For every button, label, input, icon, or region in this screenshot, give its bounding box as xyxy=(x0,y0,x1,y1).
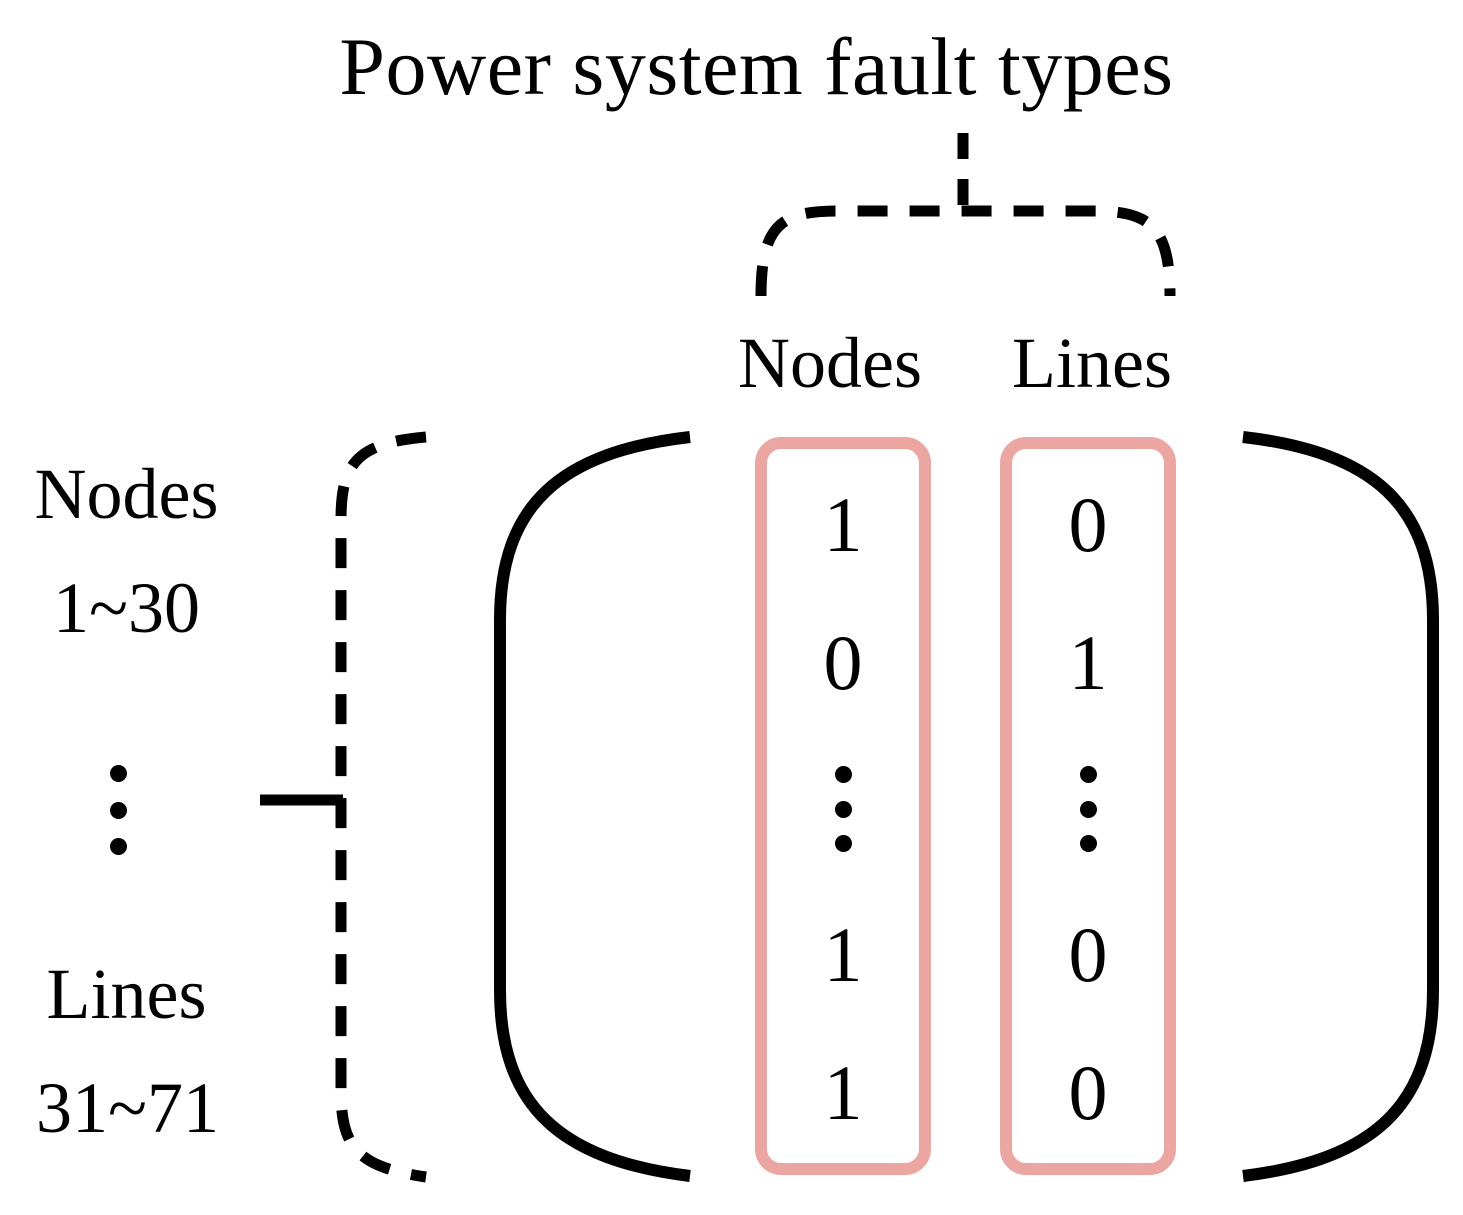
ellipsis-dot xyxy=(1079,800,1097,818)
matrix-column-lines-highlight: 0 1 0 0 xyxy=(1000,437,1176,1175)
ellipsis-dot xyxy=(834,766,852,783)
ellipsis-dot xyxy=(1079,835,1097,852)
ellipsis-dot xyxy=(110,801,127,819)
row-label-nodes-range: 1~30 xyxy=(53,568,200,648)
column-header-lines: Lines xyxy=(1012,323,1172,403)
matrix-cell-nodes-r2: 0 xyxy=(823,619,863,706)
matrix-cell-lines-r4: 0 xyxy=(1068,911,1108,998)
ellipsis-dot xyxy=(1079,766,1097,783)
ellipsis-dot xyxy=(834,835,852,852)
column-header-nodes: Nodes xyxy=(738,323,922,403)
matrix-cell-lines-r2: 1 xyxy=(1068,619,1108,706)
matrix-cell-lines-r1: 0 xyxy=(1068,481,1108,568)
row-label-lines-name: Lines xyxy=(46,954,207,1034)
matrix-right-bracket xyxy=(1242,431,1439,1182)
row-label-vertical-ellipsis-icon xyxy=(110,765,127,855)
matrix-cell-nodes-ellipsis-icon xyxy=(834,761,852,857)
matrix-cell-nodes-r1: 1 xyxy=(823,481,863,568)
matrix-cell-lines-r5: 0 xyxy=(1068,1049,1108,1136)
row-label-lines-range: 31~71 xyxy=(36,1068,219,1148)
fault-type-split-dashed-brace xyxy=(755,205,1176,297)
matrix-column-nodes-highlight: 1 0 1 1 xyxy=(755,437,931,1175)
page-title: Power system fault types xyxy=(339,21,1174,112)
row-label-nodes-name: Nodes xyxy=(34,454,219,534)
matrix-cell-nodes-r5: 1 xyxy=(823,1049,863,1136)
matrix-cell-lines-ellipsis-icon xyxy=(1079,761,1097,857)
ellipsis-dot xyxy=(110,838,127,855)
matrix-left-bracket xyxy=(494,431,691,1182)
matrix-cell-nodes-r4: 1 xyxy=(823,911,863,998)
row-group-dashed-brace xyxy=(335,431,427,1183)
ellipsis-dot xyxy=(834,800,852,818)
ellipsis-dot xyxy=(110,765,127,782)
